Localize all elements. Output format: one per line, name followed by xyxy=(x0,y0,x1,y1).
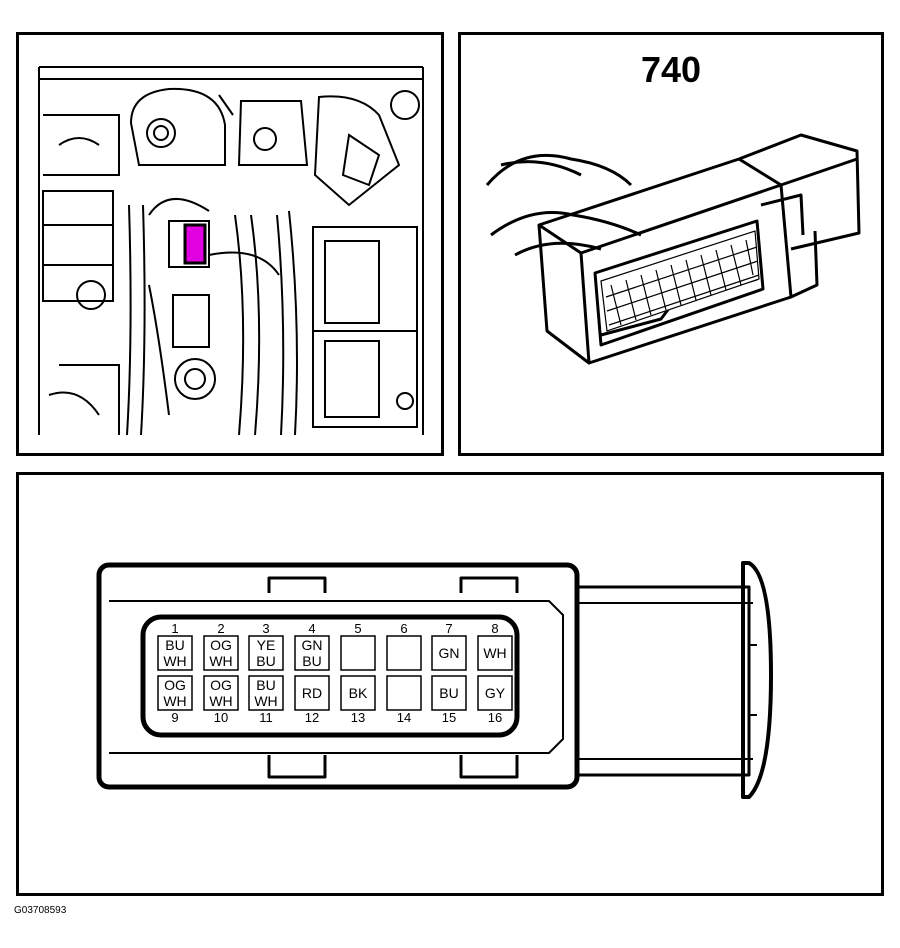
pin-cavity-10 xyxy=(203,675,239,711)
pin-cavity-3 xyxy=(248,635,284,671)
connector-face-drawing xyxy=(96,561,773,799)
pin-cavity-11 xyxy=(248,675,284,711)
figure-code: G03708593 xyxy=(14,905,67,916)
pin-cavity-4 xyxy=(294,635,330,671)
pin-cavity-2 xyxy=(203,635,239,671)
pin-wire-color: GN xyxy=(438,645,460,661)
pin-number: 4 xyxy=(308,621,316,636)
pin-number: 1 xyxy=(171,621,179,636)
pin-cavity-6 xyxy=(386,635,422,671)
pin-wire-color: BU xyxy=(439,685,459,701)
pin-number: 11 xyxy=(259,710,273,725)
pin-number: 2 xyxy=(217,621,225,636)
engine-bay-view xyxy=(16,32,444,456)
pin-wire-color: WH xyxy=(483,645,507,661)
pin-cavity-1 xyxy=(157,635,193,671)
pin-wire-color: BK xyxy=(348,685,368,701)
pin-wire-color: RD xyxy=(301,685,323,701)
engine-bay-drawing xyxy=(38,66,424,436)
pin-number: 13 xyxy=(350,710,366,725)
pin-cavity-9 xyxy=(157,675,193,711)
pin-number: 9 xyxy=(171,710,179,725)
pin-number: 7 xyxy=(445,621,453,636)
pin-number: 10 xyxy=(213,710,229,725)
pin-cavity-12 xyxy=(294,675,330,711)
pin-cavity-16 xyxy=(477,675,513,711)
pin-cavity-5 xyxy=(340,635,376,671)
pin-number: 5 xyxy=(354,621,362,636)
pin-number: 15 xyxy=(441,710,457,725)
pin-wire-color: GY xyxy=(484,685,506,701)
pin-number: 14 xyxy=(396,710,412,725)
pin-number: 8 xyxy=(491,621,499,636)
pin-cavity-13 xyxy=(340,675,376,711)
pin-cavity-14 xyxy=(386,675,422,711)
pin-cavity-7 xyxy=(431,635,467,671)
connector-drawing xyxy=(485,133,861,365)
pin-number: 16 xyxy=(487,710,503,725)
pin-number: 12 xyxy=(304,710,320,725)
pin-cavity-15 xyxy=(431,675,467,711)
pin-cavity-8 xyxy=(477,635,513,671)
pin-number: 3 xyxy=(262,621,270,636)
connector-number: 740 xyxy=(640,49,702,90)
connector-view: 740 xyxy=(458,32,884,456)
pin-number: 6 xyxy=(400,621,408,636)
connector-location-highlight xyxy=(183,223,207,265)
